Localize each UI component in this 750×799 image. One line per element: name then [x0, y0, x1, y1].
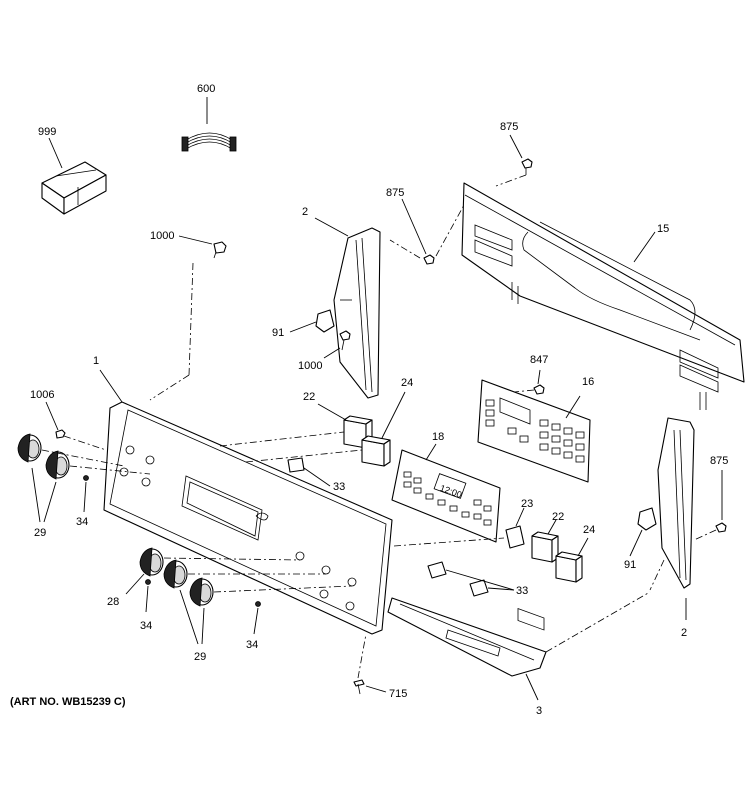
label-600: 600 — [197, 83, 215, 95]
part-91-clip-right — [629, 507, 657, 557]
label-847: 847 — [530, 354, 548, 366]
part-29-knob-left-2 — [45, 450, 70, 480]
label-22-upper: 22 — [303, 391, 315, 403]
label-33-upper: 33 — [333, 481, 345, 493]
label-28: 28 — [107, 596, 119, 608]
label-2-right: 2 — [681, 627, 687, 639]
part-875-screw-top — [495, 134, 533, 187]
label-24-upper: 24 — [401, 377, 413, 389]
part-29-knob-lower-2 — [189, 577, 214, 607]
label-34-left: 34 — [76, 516, 88, 528]
part-22-relay-upper — [317, 403, 373, 449]
label-1000-top: 1000 — [150, 230, 174, 242]
part-18-keypad: 12:00 — [391, 443, 501, 543]
label-91-left: 91 — [272, 327, 284, 339]
label-999: 999 — [38, 126, 56, 138]
label-875-right: 875 — [710, 455, 728, 467]
part-1-control-panel — [99, 369, 393, 635]
label-3: 3 — [536, 705, 542, 717]
label-91-right: 91 — [624, 559, 636, 571]
label-23: 23 — [521, 498, 533, 510]
part-16-control-board — [477, 379, 591, 631]
part-29-knob-lower-1 — [163, 559, 188, 589]
label-24-lower: 24 — [583, 524, 595, 536]
label-2-left: 2 — [302, 206, 308, 218]
label-33-lower: 33 — [516, 585, 528, 597]
label-22-lower: 22 — [552, 511, 564, 523]
label-875-top: 875 — [500, 121, 518, 133]
part-15-rear-panel — [461, 182, 745, 410]
part-34-spring-lower-1 — [145, 579, 151, 613]
part-1000-screw-bracket — [323, 330, 351, 359]
label-16: 16 — [582, 376, 594, 388]
part-2-end-cap-left — [314, 217, 381, 399]
part-847-screw — [513, 369, 545, 395]
part-34-spring-left — [83, 475, 89, 513]
label-1006: 1006 — [30, 389, 54, 401]
label-1000-bracket: 1000 — [298, 360, 322, 372]
label-875-mid: 875 — [386, 187, 404, 199]
part-2-end-cap-right — [649, 417, 695, 620]
label-34-lower-2: 34 — [246, 639, 258, 651]
label-715: 715 — [389, 688, 407, 700]
part-91-clip-left — [289, 309, 335, 333]
part-labels: 999 600 875 875 875 15 2 2 1000 1000 91 … — [30, 83, 728, 717]
part-1000-screw-top — [149, 235, 227, 401]
label-29-lower: 29 — [194, 651, 206, 663]
art-number: (ART NO. WB15239 C) — [10, 696, 126, 708]
part-715-screw — [353, 633, 387, 695]
part-23-switch — [505, 507, 525, 549]
label-34-lower-1: 34 — [140, 620, 152, 632]
label-1: 1 — [93, 355, 99, 367]
part-3-trim — [387, 591, 651, 701]
part-24-relay-upper — [361, 391, 406, 467]
part-600-harness — [181, 97, 237, 152]
label-29-left: 29 — [34, 527, 46, 539]
label-18: 18 — [432, 431, 444, 443]
part-24-relay-lower — [555, 537, 589, 583]
part-1006-screw — [45, 401, 107, 451]
part-34-spring-lower-2 — [253, 601, 261, 635]
part-33-clip-upper — [287, 457, 331, 487]
part-28-knob — [125, 547, 164, 595]
label-15: 15 — [657, 223, 669, 235]
part-22-relay-lower — [531, 519, 559, 563]
part-999-box — [41, 137, 107, 215]
part-875-screw-right — [693, 470, 727, 541]
part-29-knob-left-1 — [17, 433, 42, 463]
part-33-clips-lower — [427, 561, 515, 597]
part-875-screw-mid — [389, 198, 465, 265]
